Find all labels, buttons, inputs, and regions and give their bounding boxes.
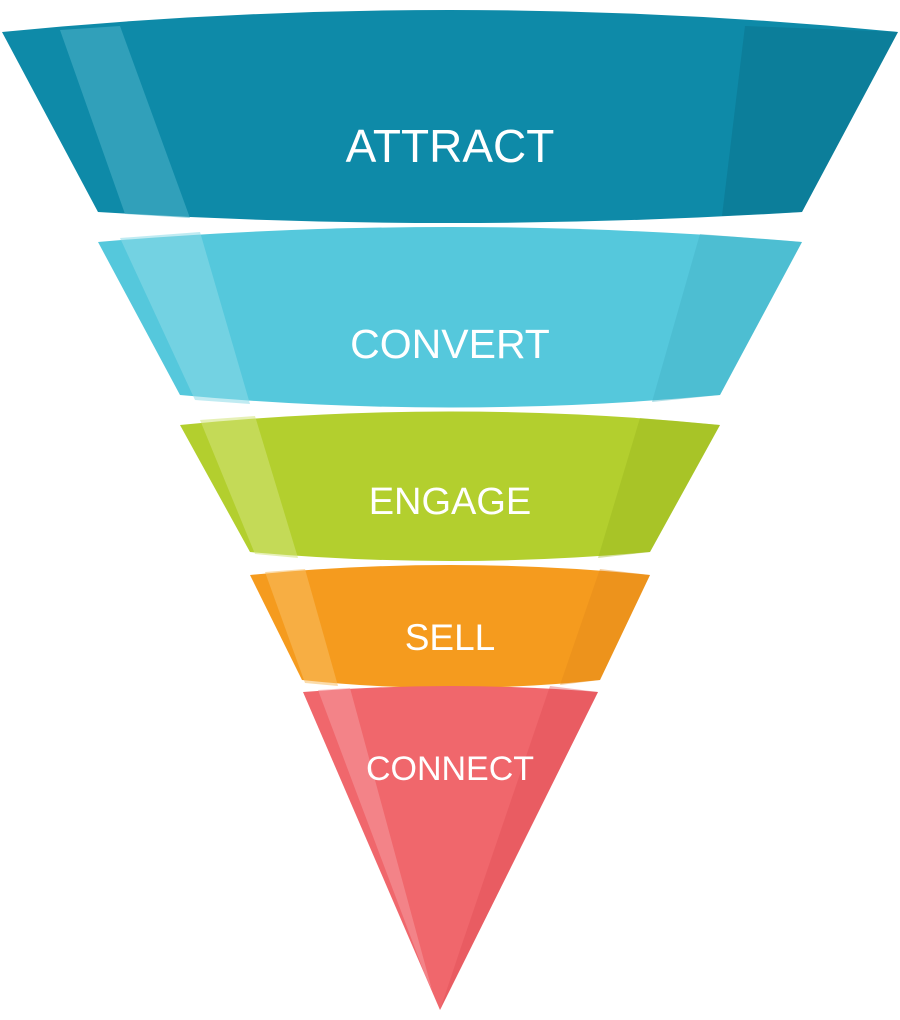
- stage-label-sell: SELL: [405, 617, 496, 658]
- stage-highlight-engage: [200, 416, 298, 558]
- stage-shade-engage: [598, 418, 720, 558]
- stage-band-attract: [2, 10, 898, 223]
- stage-label-attract: ATTRACT: [346, 120, 555, 172]
- stage-band-convert: [98, 227, 802, 408]
- stage-highlight-sell: [265, 569, 338, 686]
- funnel-stage-connect: CONNECT: [303, 686, 598, 1010]
- stage-band-sell: [250, 565, 650, 688]
- funnel-stage-attract: ATTRACT: [2, 10, 898, 223]
- stage-highlight-connect: [318, 688, 432, 990]
- stage-band-connect: [303, 686, 598, 1010]
- funnel-stage-engage: ENGAGE: [180, 411, 720, 561]
- stage-highlight-convert: [120, 232, 250, 404]
- stage-label-connect: CONNECT: [366, 750, 534, 788]
- stage-shade-connect: [440, 686, 598, 1010]
- stage-label-convert: CONVERT: [350, 321, 550, 367]
- funnel-stage-convert: CONVERT: [98, 227, 802, 408]
- stage-shade-convert: [652, 234, 802, 402]
- funnel-stage-sell: SELL: [250, 565, 650, 688]
- stage-label-engage: ENGAGE: [369, 481, 532, 523]
- stage-highlight-attract: [60, 26, 190, 218]
- stage-shade-sell: [560, 569, 650, 685]
- stage-band-engage: [180, 411, 720, 561]
- stage-shade-attract: [722, 26, 898, 216]
